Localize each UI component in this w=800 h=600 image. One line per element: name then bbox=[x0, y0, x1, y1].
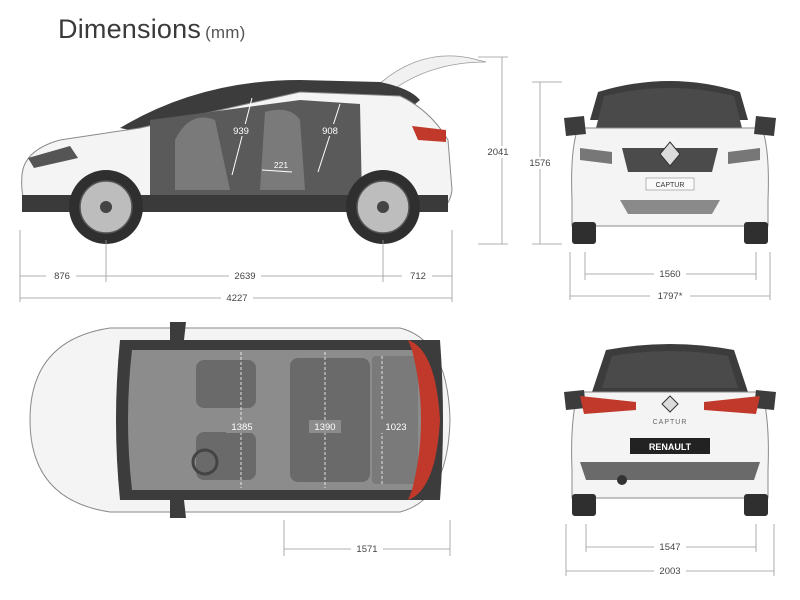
front-headroom-label-bg bbox=[229, 124, 253, 136]
side-rear-wheel bbox=[346, 170, 420, 244]
front-elbow-value: 1385 bbox=[231, 422, 252, 433]
rear-overhang-value: 712 bbox=[410, 271, 426, 282]
rear-diffuser bbox=[580, 462, 760, 480]
title-unit: (mm) bbox=[205, 23, 246, 42]
rear-logo-icon bbox=[661, 395, 679, 413]
rear-headroom-label-bg bbox=[318, 124, 342, 136]
title-text: Dimensions bbox=[58, 14, 202, 44]
front-mirror-left bbox=[564, 116, 586, 136]
rear-tyre-left bbox=[572, 494, 596, 516]
front-plate bbox=[645, 177, 695, 191]
side-headlight bbox=[28, 146, 78, 168]
rear-elbow-value: 1390 bbox=[314, 422, 335, 433]
rear-badge-text: CAPTUR bbox=[653, 419, 688, 426]
rear-mirror-left bbox=[564, 390, 586, 410]
front-badge-text: CAPTUR bbox=[656, 182, 685, 189]
rear-headroom-line bbox=[317, 103, 341, 173]
boot-label-bg bbox=[380, 420, 412, 433]
rear-headroom-value: 908 bbox=[322, 126, 338, 137]
front-tyre-left bbox=[572, 222, 596, 244]
top-front-seat-left bbox=[196, 360, 256, 408]
side-view-dimensions: 876 2639 712 4227 2041 bbox=[19, 56, 518, 304]
height-value: 1576 bbox=[529, 158, 550, 169]
front-mirror-right bbox=[754, 116, 776, 136]
top-mirror-bottom bbox=[170, 500, 186, 518]
rear-track-value: 1547 bbox=[659, 542, 680, 553]
rear-elbow-label-bg bbox=[309, 420, 341, 433]
front-elbow-label-bg bbox=[226, 420, 258, 433]
steering-wheel-icon bbox=[191, 448, 219, 476]
boot-width-value: 1023 bbox=[385, 422, 406, 433]
rear-plate bbox=[630, 438, 710, 454]
rear-window bbox=[602, 351, 738, 388]
width-value: 1797* bbox=[658, 291, 683, 302]
front-headroom-value: 939 bbox=[233, 126, 249, 137]
rear-view-dimensions: 1547 2003 bbox=[565, 524, 775, 577]
front-tyre-right bbox=[744, 222, 768, 244]
front-headroom-line bbox=[231, 97, 253, 176]
rear-section-length-value: 1571 bbox=[356, 544, 377, 555]
front-headlight-left bbox=[580, 148, 612, 164]
front-skidplate bbox=[620, 200, 720, 214]
side-view-car: 939 908 221 bbox=[21, 55, 487, 244]
top-view-car: 1385 1390 1023 bbox=[29, 322, 451, 518]
rear-plate-text: RENAULT bbox=[649, 442, 692, 452]
front-headlight-right bbox=[728, 148, 760, 164]
mirror-width-value: 2003 bbox=[659, 566, 680, 577]
front-windshield bbox=[596, 88, 742, 128]
knee-room-value: 221 bbox=[274, 160, 288, 170]
side-front-wheel bbox=[69, 170, 143, 244]
exhaust-icon bbox=[617, 475, 627, 485]
rear-seat bbox=[260, 109, 305, 190]
front-seat bbox=[175, 117, 230, 190]
front-track-value: 1560 bbox=[659, 269, 680, 280]
overall-length-value: 4227 bbox=[226, 293, 247, 304]
rear-view-car: CAPTUR RENAULT bbox=[564, 344, 776, 516]
knee-room-line bbox=[261, 169, 293, 173]
front-overhang-value: 876 bbox=[54, 271, 70, 282]
page-title: Dimensions(mm) bbox=[58, 14, 246, 45]
rear-tyre-right bbox=[744, 494, 768, 516]
top-mirror-top bbox=[170, 322, 186, 340]
top-taillights bbox=[408, 340, 440, 500]
rear-taillight-right bbox=[704, 396, 760, 414]
rear-mirror-right bbox=[754, 390, 776, 410]
front-view-car: CAPTUR bbox=[564, 81, 776, 244]
front-view-dimensions: 1576 1560 1797* bbox=[524, 81, 771, 302]
wheelbase-value: 2639 bbox=[234, 271, 255, 282]
top-view-dimensions: 1571 bbox=[283, 520, 451, 556]
side-taillight bbox=[412, 126, 446, 142]
front-logo-icon bbox=[659, 141, 681, 167]
tailgate-height-value: 2041 bbox=[487, 147, 508, 158]
rear-taillight-left bbox=[580, 396, 636, 414]
